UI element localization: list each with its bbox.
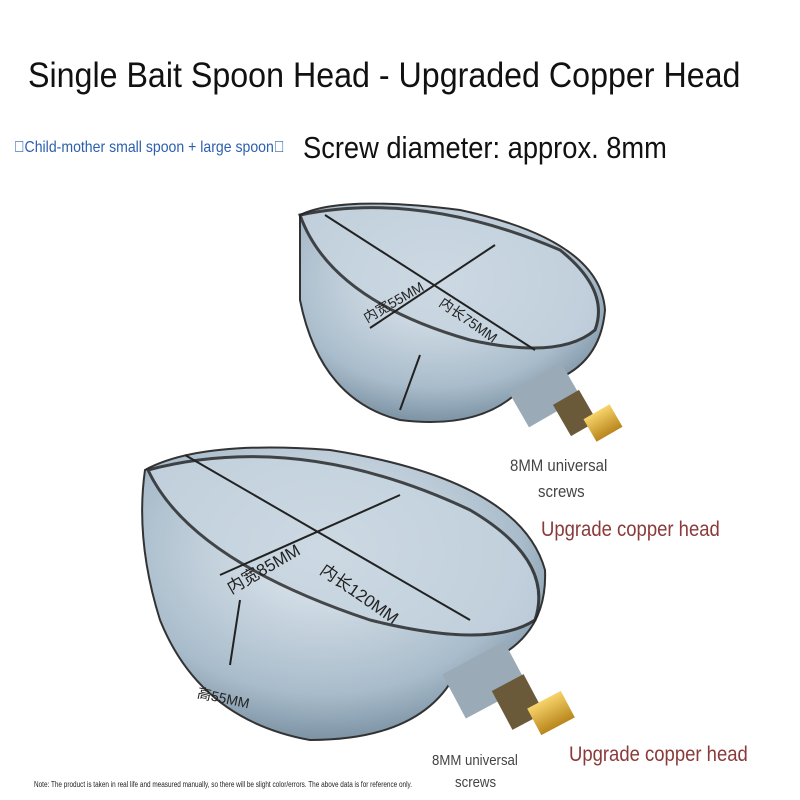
large-screw-label-2: screws: [455, 774, 497, 791]
small-spoon: [298, 202, 623, 442]
small-screw-label: 8MM universal: [510, 456, 608, 475]
screw-diameter: Screw diameter: approx. 8mm: [303, 130, 667, 165]
small-screw-label-2: screws: [538, 482, 585, 501]
subtitle:  Child-mother small spoon + large spoon : [14, 139, 285, 156]
large-spoon: [141, 446, 575, 742]
large-copper-label: Upgrade copper head: [569, 743, 748, 766]
disclaimer-note: Note: The product is taken in real life …: [34, 780, 413, 789]
large-screw-label: 8MM universal: [432, 752, 518, 769]
page-title: Single Bait Spoon Head - Upgraded Copper…: [28, 56, 741, 95]
small-copper-label: Upgrade copper head: [541, 518, 720, 541]
